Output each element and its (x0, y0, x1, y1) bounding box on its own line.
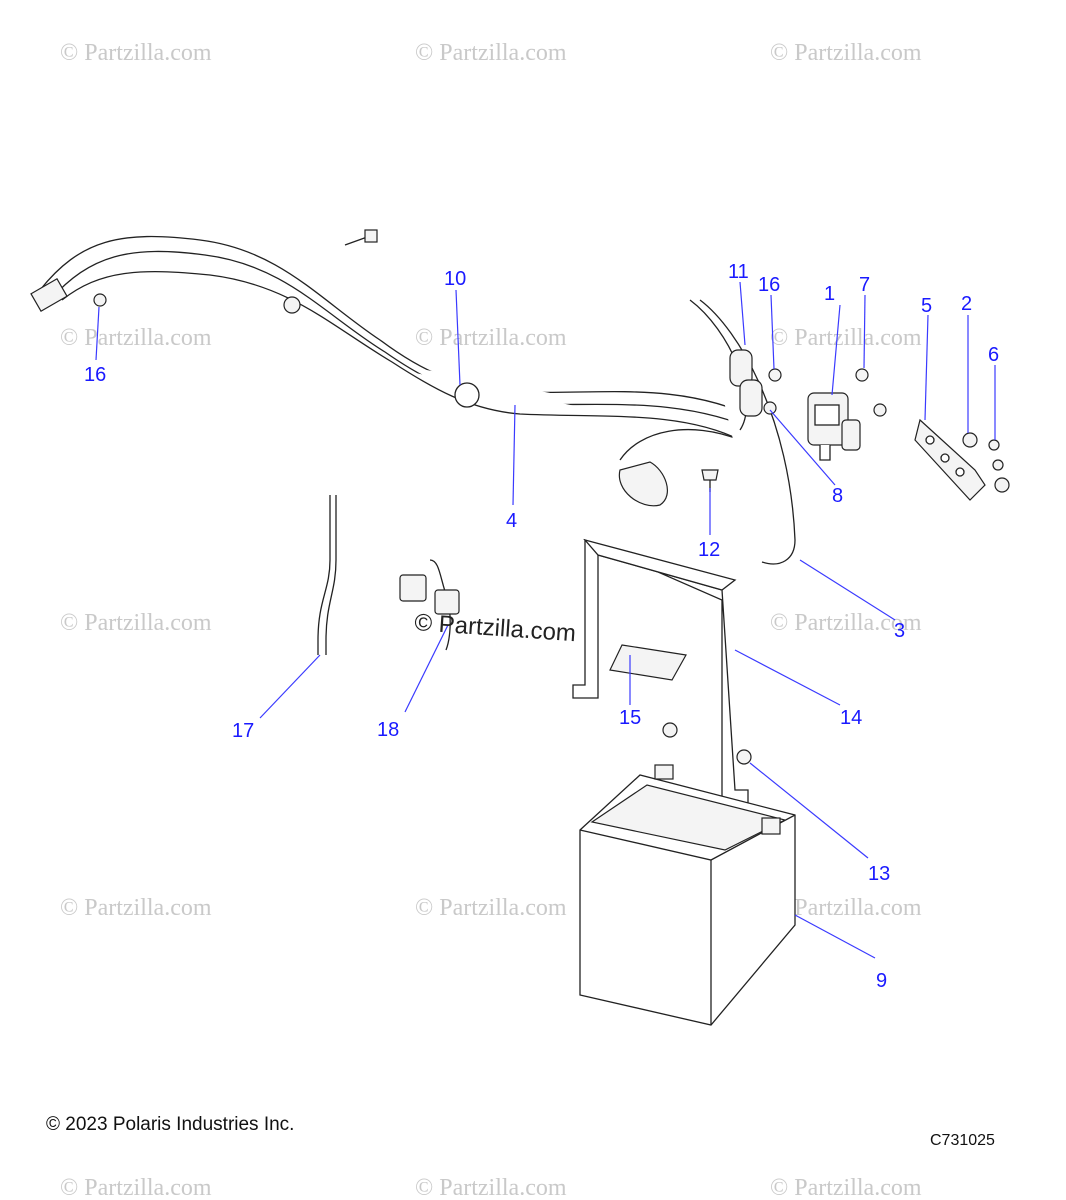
watermark: © Partzilla.com (770, 610, 922, 636)
bolt-7 (855, 368, 869, 382)
watermark: © Partzilla.com (60, 895, 212, 921)
watermark: © Partzilla.com (415, 40, 567, 66)
copyright-text: © 2023 Polaris Industries Inc. (46, 1114, 294, 1135)
watermark: © Partzilla.com (60, 610, 212, 636)
wiring-harness (30, 235, 796, 565)
watermark: © Partzilla.com (415, 1175, 567, 1200)
ground-cable-end (739, 379, 763, 417)
nut-6b (992, 459, 1004, 471)
harness-bolt (344, 229, 378, 246)
callout-15: 15 (619, 707, 641, 729)
callout-18: 18 (377, 719, 399, 741)
nut-16-right (768, 368, 782, 382)
callout-13: 13 (868, 863, 890, 885)
watermark: © Partzilla.com (770, 40, 922, 66)
callouts: 1 2 3 4 5 6 7 8 9 10 11 12 13 14 15 16 1… (84, 261, 999, 992)
bolt-13a (662, 722, 678, 738)
nut-6 (988, 439, 1000, 451)
nut-8 (763, 401, 777, 415)
bolt-13b (736, 749, 752, 765)
watermarks: © Partzilla.com © Partzilla.com © Partzi… (60, 40, 922, 1200)
callout-16-right: 16 (758, 274, 780, 296)
callout-6: 6 (988, 344, 999, 366)
center-watermark: © Partzilla.com (414, 609, 577, 647)
callout-1: 1 (824, 283, 835, 305)
leader-lines (95, 281, 996, 959)
watermark: © Partzilla.com (770, 1175, 922, 1200)
callout-4: 4 (506, 510, 517, 532)
callout-10: 10 (444, 268, 466, 290)
harness-nut (283, 296, 301, 314)
vent-tube (317, 495, 331, 655)
callout-16-left: 16 (84, 364, 106, 386)
callout-14: 14 (840, 707, 862, 729)
diagram-code: C731025 (930, 1132, 995, 1149)
push-rivet (701, 469, 719, 492)
watermark: © Partzilla.com (770, 325, 922, 351)
callout-2: 2 (961, 293, 972, 315)
watermark: © Partzilla.com (60, 40, 212, 66)
nut-6c (994, 477, 1010, 493)
bolt-7b (873, 403, 887, 417)
callout-17: 17 (232, 720, 254, 742)
nut-2 (962, 432, 978, 448)
callout-5: 5 (921, 295, 932, 317)
callout-12: 12 (698, 539, 720, 561)
harness-clamp (454, 382, 480, 408)
watermark: © Partzilla.com (60, 1175, 212, 1200)
callout-8: 8 (832, 485, 843, 507)
callout-7: 7 (859, 274, 870, 296)
battery-pad (609, 644, 687, 681)
callout-9: 9 (876, 970, 887, 992)
bus-bar-plate (914, 418, 986, 501)
watermark: © Partzilla.com (60, 325, 212, 351)
nut-16-left (93, 293, 107, 307)
battery (579, 764, 796, 1026)
callout-3: 3 (894, 620, 905, 642)
terminal-boot (618, 461, 668, 507)
callout-11: 11 (728, 261, 749, 283)
watermark: © Partzilla.com (415, 325, 567, 351)
relay-assembly (807, 392, 861, 461)
watermark: © Partzilla.com (415, 895, 567, 921)
jumper-harness (399, 559, 460, 651)
harness-connector (30, 278, 68, 312)
